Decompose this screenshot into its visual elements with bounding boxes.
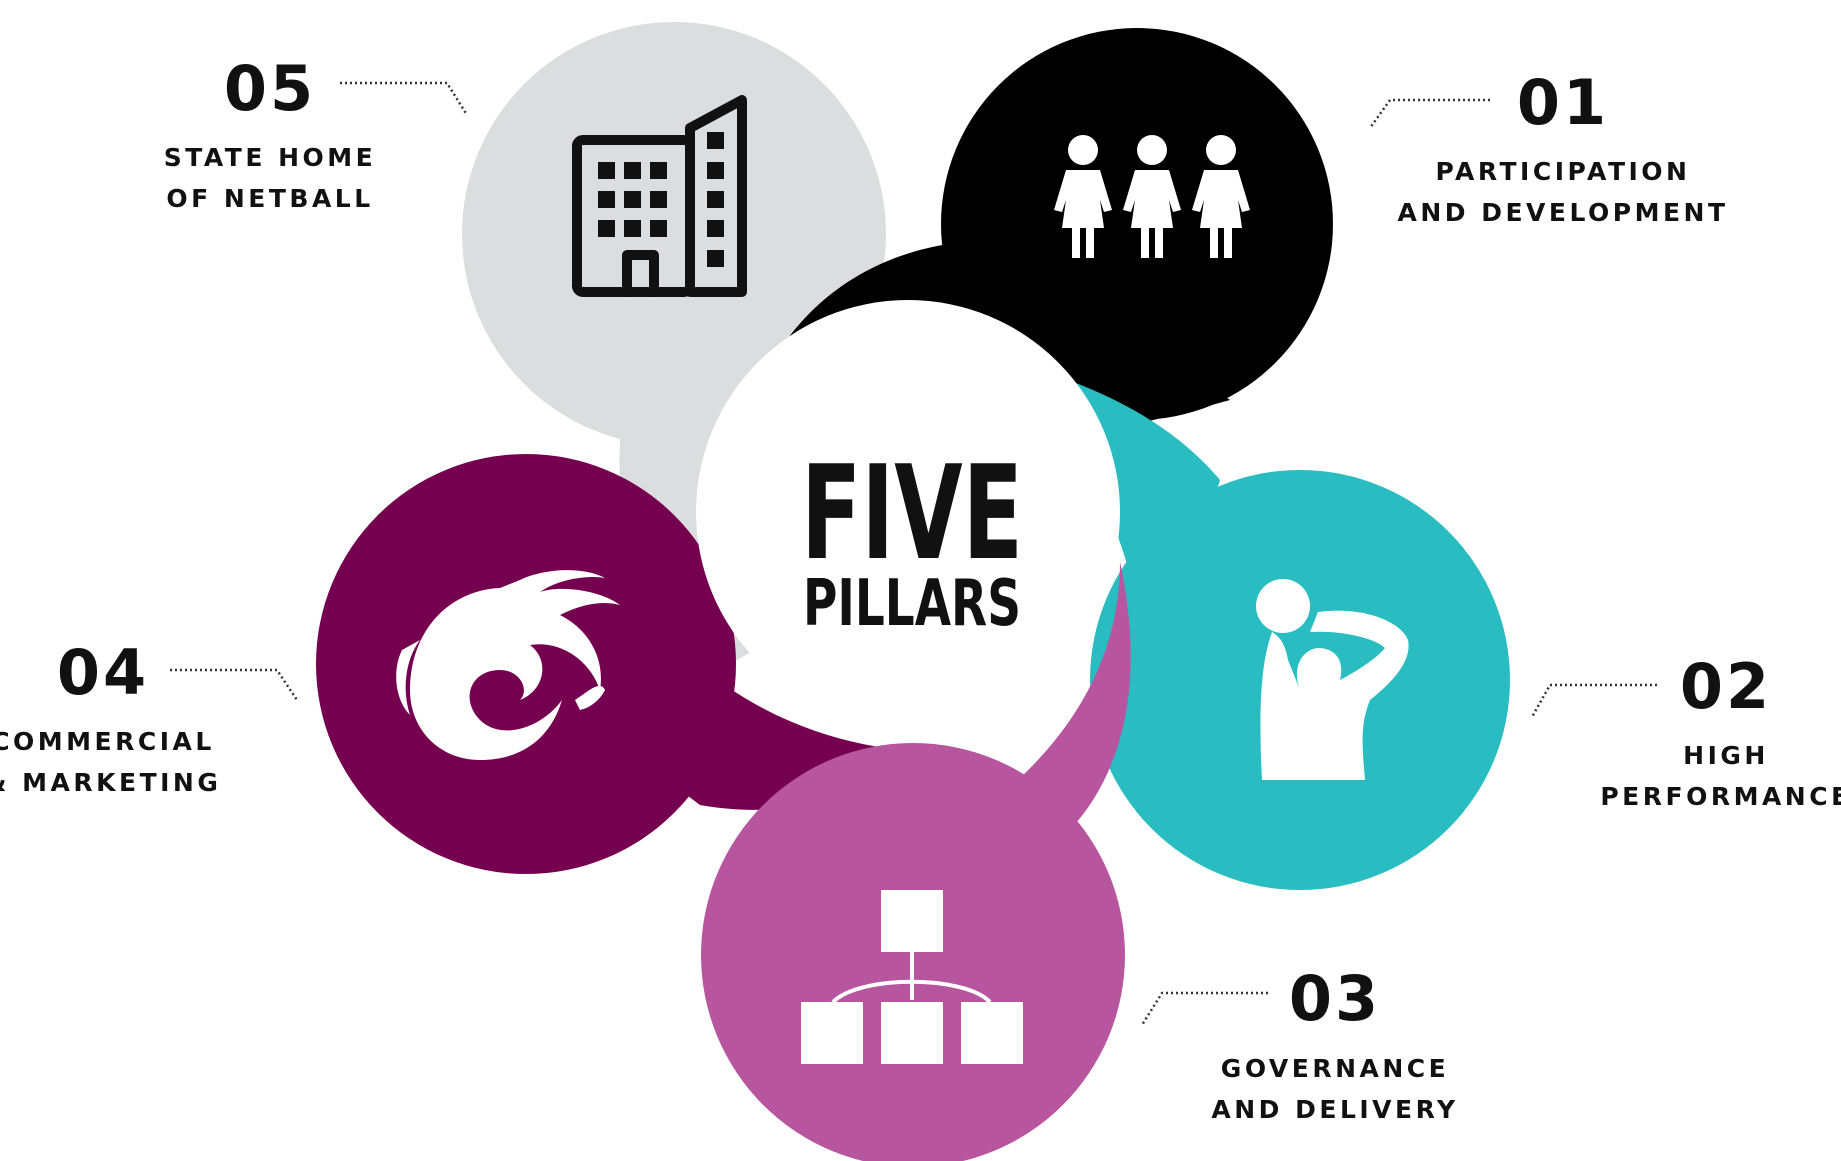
leader-05 [340,81,469,116]
pillar-02-number: 02 [1680,650,1772,723]
pillar-04-number: 04 [57,636,149,709]
pillar-01-label-line1: PARTICIPATION [1436,157,1691,186]
pillar-02-label-line1: HIGH [1683,741,1769,770]
pillar-03-label-line2: AND DELIVERY [1211,1095,1458,1124]
pillar-05-number: 05 [224,52,316,125]
phoenix-icon [396,570,620,760]
pillar-03-label-line1: GOVERNANCE [1221,1054,1449,1083]
center-disc [696,300,1120,724]
pillar-01-label-line2: AND DEVELOPMENT [1397,198,1728,227]
pillar-05-label-line1: STATE HOME [164,143,377,172]
pillar-05-label-line2: OF NETBALL [166,184,373,213]
pillar-04-label-line2: & MARKETING [0,768,221,797]
building-icon [572,95,747,297]
pillar-03-number: 03 [1289,962,1381,1035]
leader-04 [170,668,299,701]
pillar-02-label-line2: PERFORMANCE [1600,782,1841,811]
title-five: FIVE [801,437,1023,589]
leader-03 [1140,991,1268,1026]
people-icon [1054,135,1250,258]
pillar-04-label-line1: COMMERCIAL [0,727,215,756]
pillar-01-number: 01 [1517,66,1609,139]
netball-player-icon [1256,579,1409,780]
title-pillars: PILLARS [803,567,1021,641]
leader-01 [1368,98,1490,129]
org-chart-icon [801,890,1023,1064]
leader-02 [1530,683,1657,718]
